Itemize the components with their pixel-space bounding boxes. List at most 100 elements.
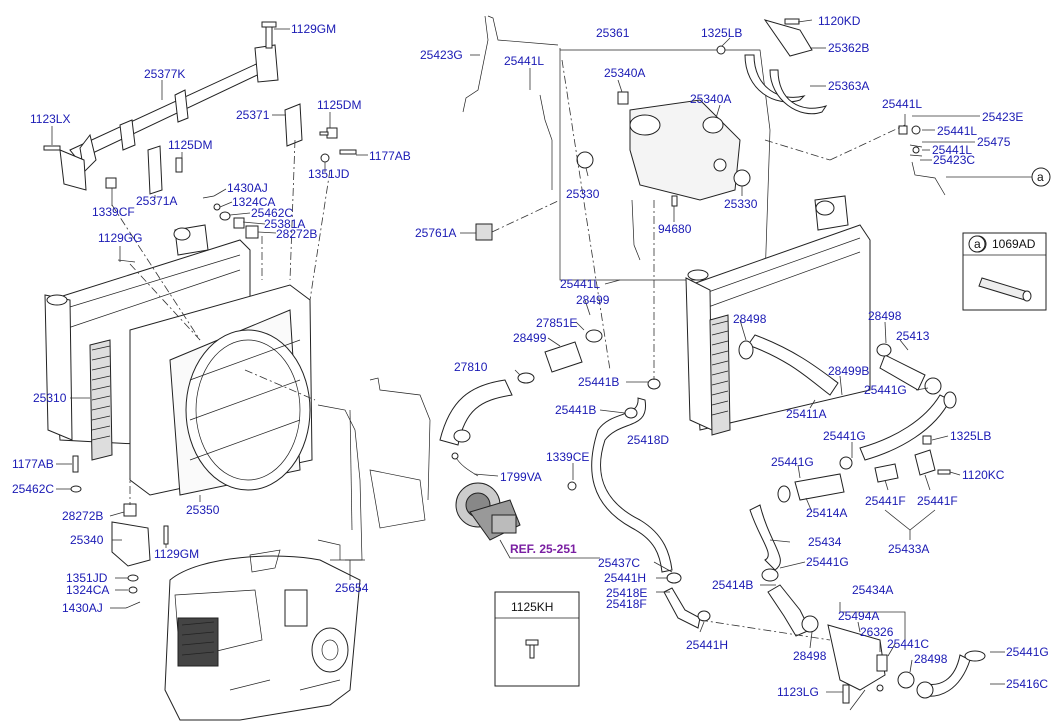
label-25413: 25413 [896,329,930,343]
label-25330-a: 25330 [566,187,600,201]
label-25462C-b: 25462C [12,482,54,496]
label-27810: 27810 [454,360,488,374]
label-25363A: 25363A [828,79,869,93]
label-25418D: 25418D [627,433,669,447]
label-25441H-b: 25441H [686,638,728,652]
hose-27810 [439,329,603,446]
label-25761A: 25761A [415,226,456,240]
label-1325LB-a: 1325LB [701,26,742,40]
label-25411A: 25411A [786,407,826,421]
label-25310: 25310 [33,391,67,405]
fan-clutch-ref [451,452,521,541]
pipes-25423E [898,125,946,196]
label-1129GM-b: 1129GM [154,547,199,561]
label-25654: 25654 [335,581,369,595]
label-1129GG: 1129GG [98,231,142,245]
label-25416C: 25416C [1006,677,1048,691]
label-1430AJ-b: 1430AJ [62,601,103,615]
label-25437C: 25437C [598,556,640,570]
label-25441H-a: 25441H [604,571,646,585]
box-1125KH [494,591,580,687]
label-25340A-b: 25340A [690,92,731,106]
label-1177AB-a: 1177AB [369,149,411,163]
label-1430AJ-a: 1430AJ [227,181,268,195]
label-1799VA: 1799VA [500,470,542,484]
label-25441B-b: 25441B [555,403,596,417]
label-25441G-d: 25441G [806,555,849,569]
leader-lines [51,19,1032,693]
label-25441L-c: 25441L [882,97,922,111]
label-1123LX: 1123LX [30,112,70,126]
label-28499B: 28499B [828,364,869,378]
label-28499-b: 28499 [513,331,547,345]
callout-a-1-letter: a [1037,170,1044,184]
label-28498-c: 28498 [793,649,827,663]
label-1177AB-b: 1177AB [12,457,54,471]
van-illustration [164,549,361,721]
label-1123LG: 1123LG [777,685,819,699]
label-25434: 25434 [808,535,842,549]
washers-1430AJ [202,195,259,239]
label-25434A: 25434A [852,583,893,597]
label-94680: 94680 [658,222,692,236]
label-25330-b: 25330 [724,197,758,211]
label-25340A-a: 25340A [604,66,645,80]
label-1325LB-b: 1325LB [950,429,991,443]
label-1351JD-a: 1351JD [308,167,350,181]
label-25423C: 25423C [933,153,975,167]
callout-a-2-letter: a [974,237,981,251]
label-28272B-b: 28272B [62,509,103,523]
label-25441B-a: 25441B [578,375,619,389]
label-27851E: 27851E [536,316,577,330]
label-25475: 25475 [977,135,1011,149]
reservoir-25361 [475,49,771,281]
label-28498-d: 28498 [914,652,948,666]
label-1129GM-top: 1129GM [291,22,336,36]
label-28272B-a: 28272B [276,227,317,241]
hoses-right [738,334,986,699]
bracket-25371 [43,103,357,195]
label-25340: 25340 [70,533,104,547]
label-25350: 25350 [186,503,220,517]
label-25441L-b: 25441L [560,277,600,291]
label-1069AD: 1069AD [992,237,1036,251]
bracket-25434A [827,624,888,711]
label-1120KC: 1120KC [962,468,1005,482]
label-25371A: 25371A [136,194,177,208]
label-25441C: 25441C [887,637,929,651]
label-25381A: 25381A [264,217,305,231]
straps-25362B-25363A [716,18,828,115]
label-1125KH: 1125KH [511,600,553,614]
radiator-right [685,195,871,436]
callout-a-2 [968,235,986,253]
label-25414A: 25414A [806,506,847,520]
label-25418F: 25418F [606,597,647,611]
label-25441L-a: 25441L [504,54,544,68]
label-1339CE: 1339CE [546,450,589,464]
label-25362B: 25362B [828,41,869,55]
label-ref-25-251[interactable]: REF. 25-251 [510,542,577,556]
label-1324CA-a: 1324CA [232,195,275,209]
label-25441G-e: 25441G [1006,645,1049,659]
label-25441F-b: 25441F [917,494,958,508]
fan-shroud-25350 [129,284,313,496]
label-1324CA-b: 1324CA [66,583,109,597]
label-25423G: 25423G [420,48,463,62]
reference-dash-lines [111,59,906,641]
label-25462C-a: 25462C [251,206,293,220]
label-25441G-c: 25441G [771,455,814,469]
label-1120KD: 1120KD [818,14,861,28]
label-25441G-b: 25441G [823,429,866,443]
label-25441G-a: 25441G [864,383,907,397]
label-25414B: 25414B [712,578,753,592]
label-1339CF: 1339CF [92,205,135,219]
label-25423E: 25423E [982,110,1023,124]
label-25494A: 25494A [838,609,879,623]
label-1351JD-b: 1351JD [66,571,108,585]
label-25377K: 25377K [144,67,185,81]
label-25441F-a: 25441F [865,494,906,508]
lower-mounts [70,455,169,609]
label-26326: 26326 [860,625,894,639]
